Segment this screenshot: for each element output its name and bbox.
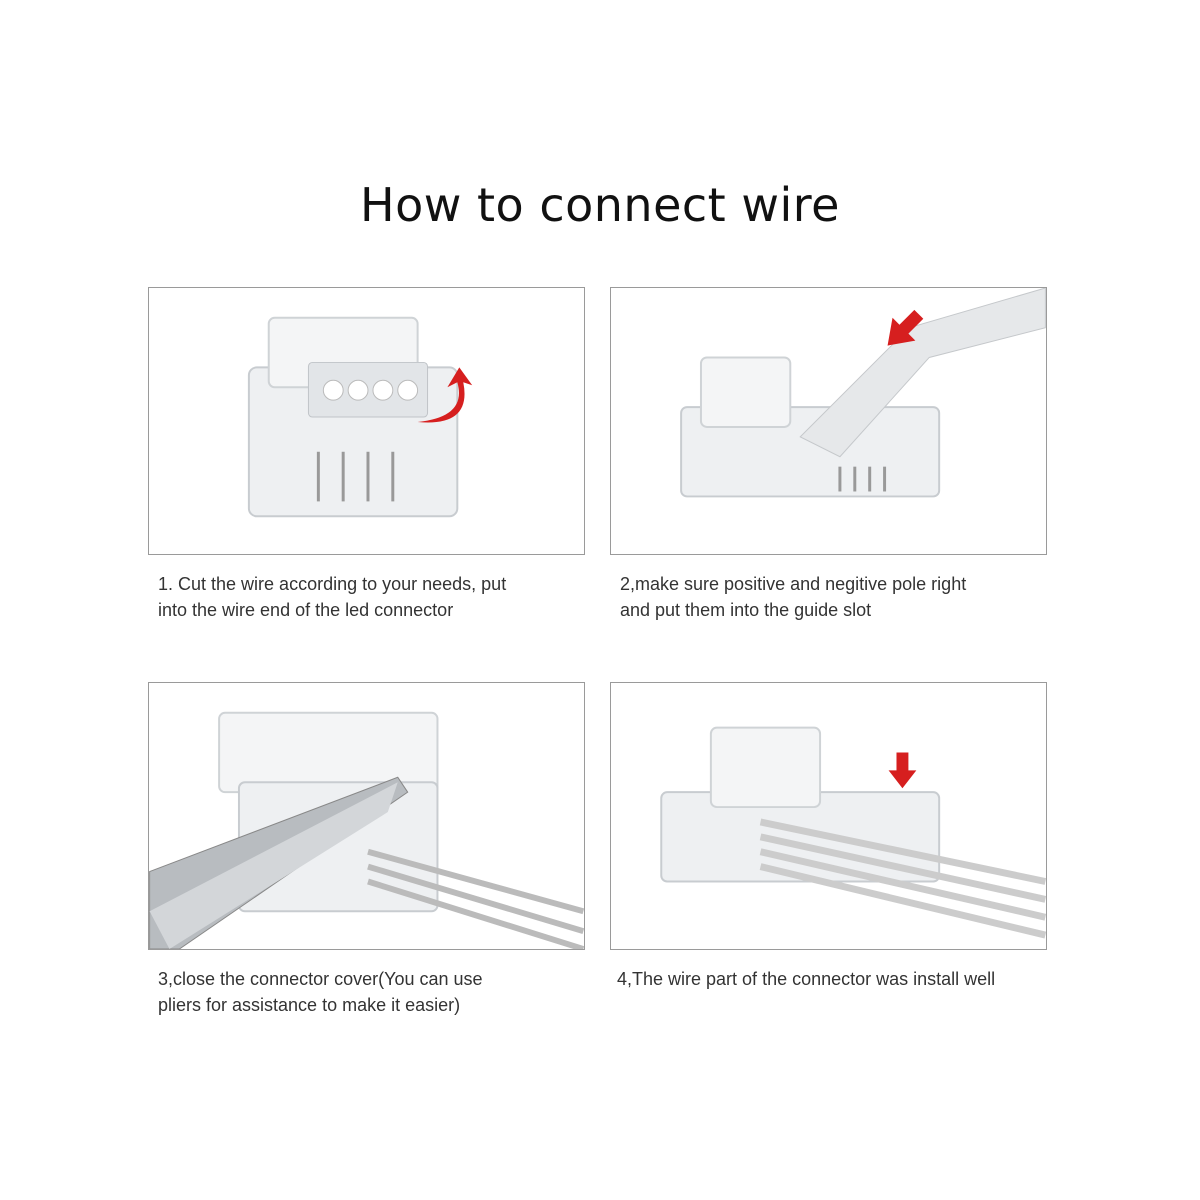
step-2-image	[610, 287, 1047, 555]
arrow-down-icon	[888, 752, 917, 789]
caption-line: and put them into the guide slot	[620, 600, 872, 620]
caption-line: 1. Cut the wire according to your needs,…	[158, 574, 507, 594]
step-1-image	[148, 287, 585, 555]
caption-line: into the wire end of the led connector	[158, 600, 454, 620]
step-3-caption: 3,close the connector cover(You can use …	[158, 966, 483, 1018]
page-title: How to connect wire	[360, 178, 840, 232]
step-3-image	[148, 682, 585, 950]
step-4-image	[610, 682, 1047, 950]
rotate-arrow-icon	[417, 367, 473, 423]
caption-line: 4,The wire part of the connector was ins…	[617, 969, 996, 989]
step-4-caption: 4,The wire part of the connector was ins…	[617, 966, 995, 992]
caption-line: pliers for assistance to make it easier)	[158, 995, 461, 1015]
caption-line: 3,close the connector cover(You can use	[158, 969, 483, 989]
caption-line: 2,make sure positive and negitive pole r…	[620, 574, 967, 594]
step-1-caption: 1. Cut the wire according to your needs,…	[158, 571, 506, 623]
step-2-caption: 2,make sure positive and negitive pole r…	[620, 571, 966, 623]
arrow-down-left-icon	[887, 309, 924, 346]
